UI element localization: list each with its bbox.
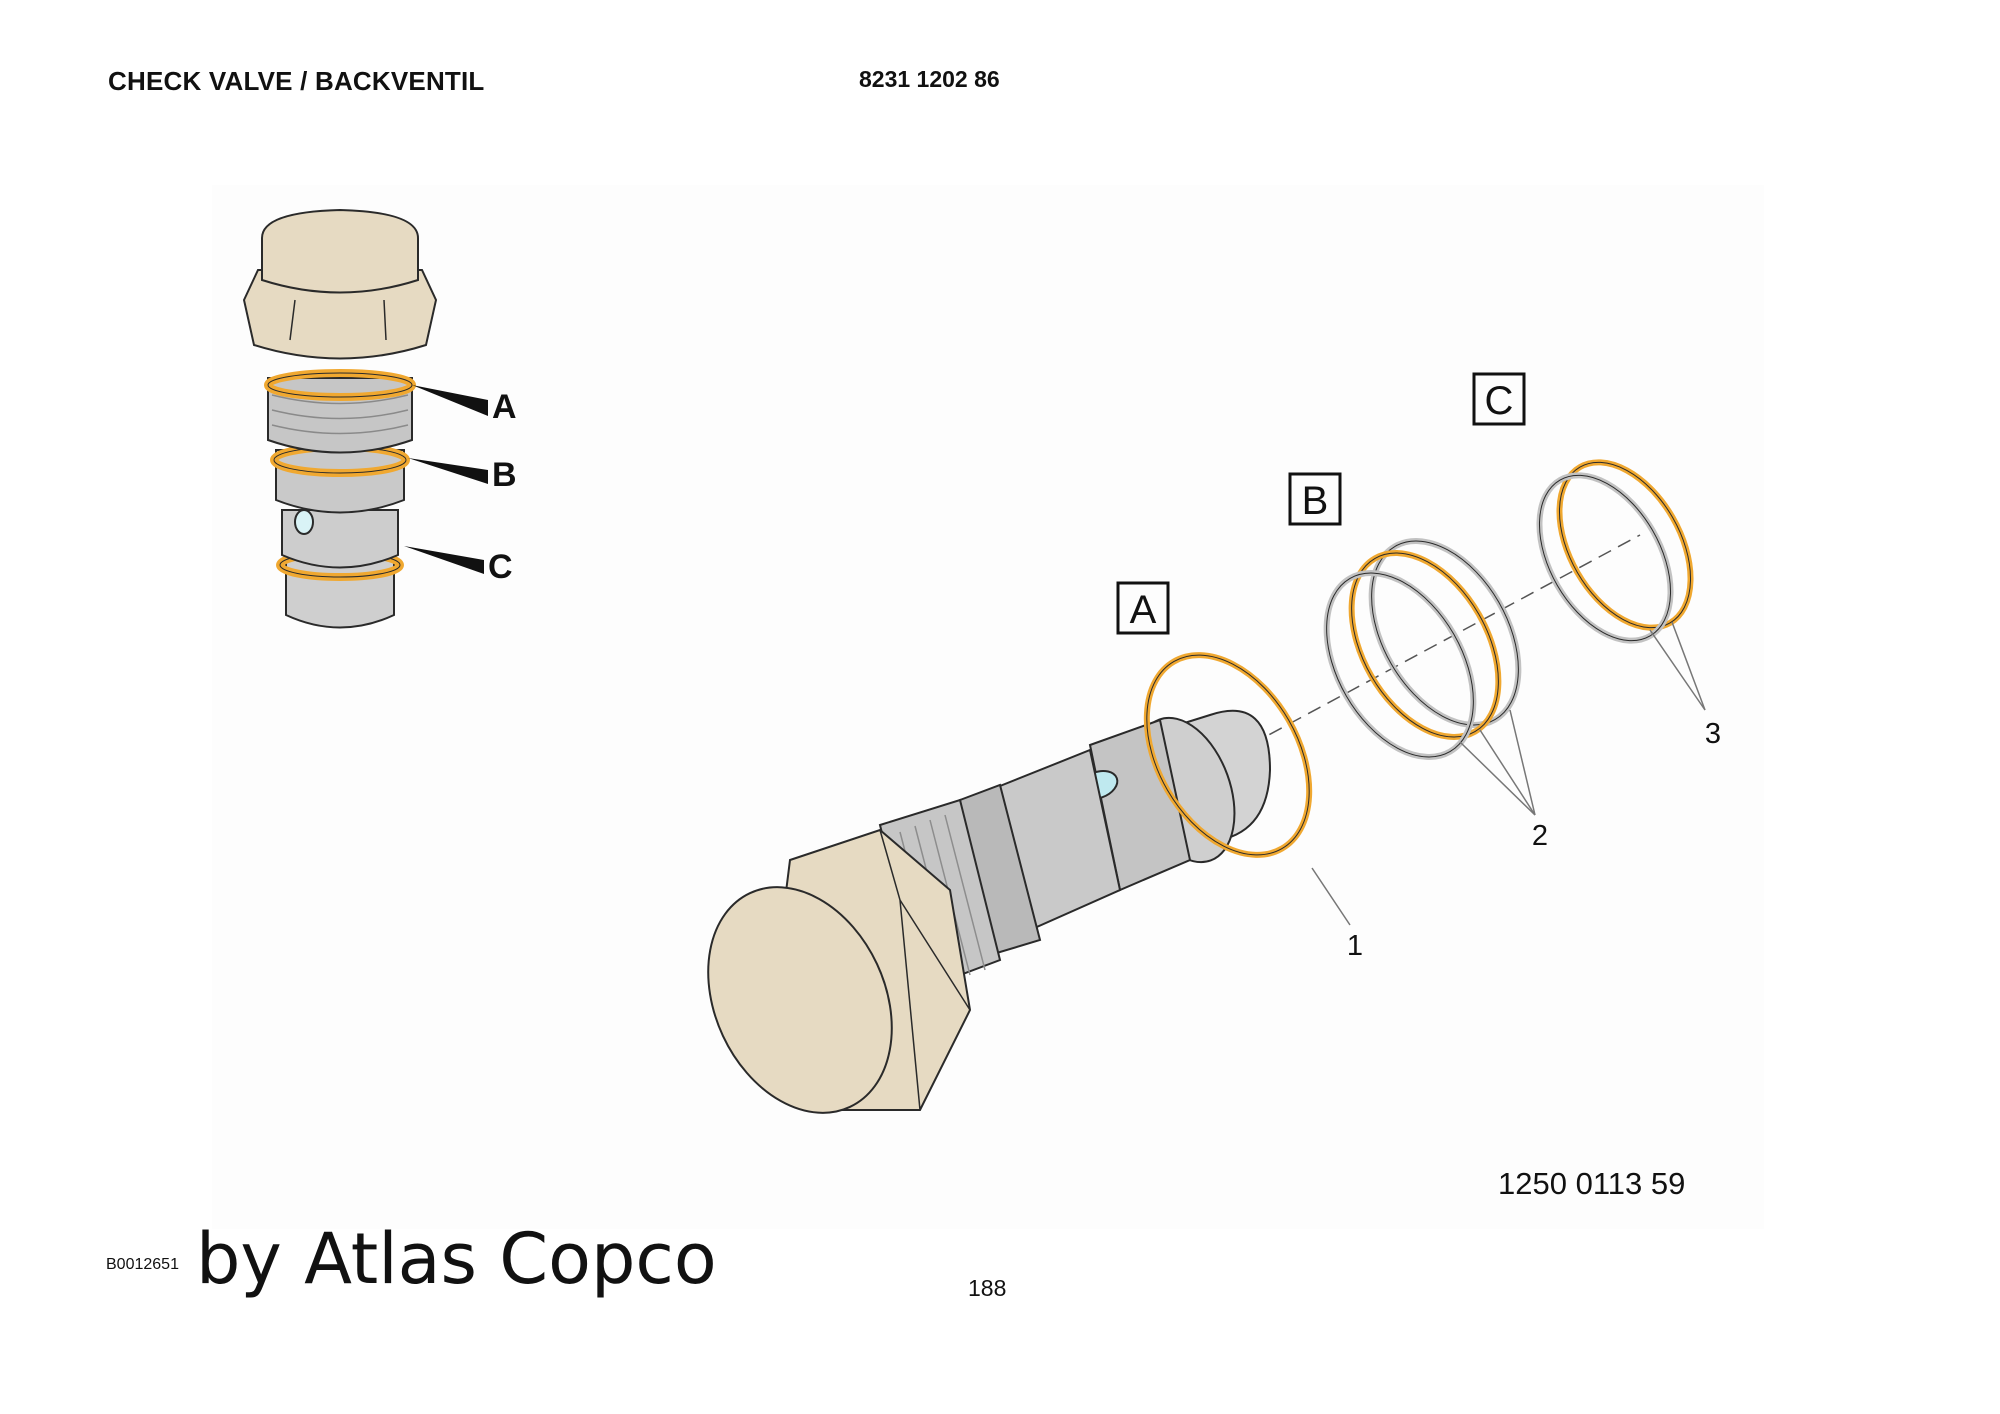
- ring-set-3: [1536, 459, 1694, 644]
- part-number: 8231 1202 86: [859, 66, 1000, 92]
- box-label-b: B: [1302, 479, 1329, 523]
- boxed-labels: [1116, 372, 1526, 635]
- callout-2: 2: [1532, 820, 1548, 852]
- box-label-c: C: [1485, 379, 1514, 423]
- page-title: CHECK VALVE / BACKVENTIL: [108, 66, 485, 96]
- pointer-b: [408, 458, 488, 484]
- drawing-number: 1250 0113 59: [1498, 1166, 1685, 1201]
- overview-label-b: B: [492, 456, 517, 494]
- callout-3: 3: [1705, 718, 1721, 750]
- axis-line: [1249, 534, 1641, 746]
- page-number: 188: [968, 1275, 1007, 1301]
- overview-valve: [242, 208, 488, 629]
- pointer-c: [404, 546, 484, 574]
- leader-lines: [1311, 621, 1706, 926]
- overview-label-a: A: [492, 388, 517, 426]
- callout-1: 1: [1347, 930, 1363, 962]
- pointer-a: [412, 385, 488, 416]
- box-label-a: A: [1130, 588, 1157, 632]
- ring-set-2: [1323, 538, 1522, 760]
- watermark: by Atlas Copco: [196, 1218, 717, 1300]
- valve-body: [707, 709, 1272, 1114]
- overview-label-c: C: [488, 548, 513, 586]
- reference-code: B0012651: [106, 1256, 179, 1273]
